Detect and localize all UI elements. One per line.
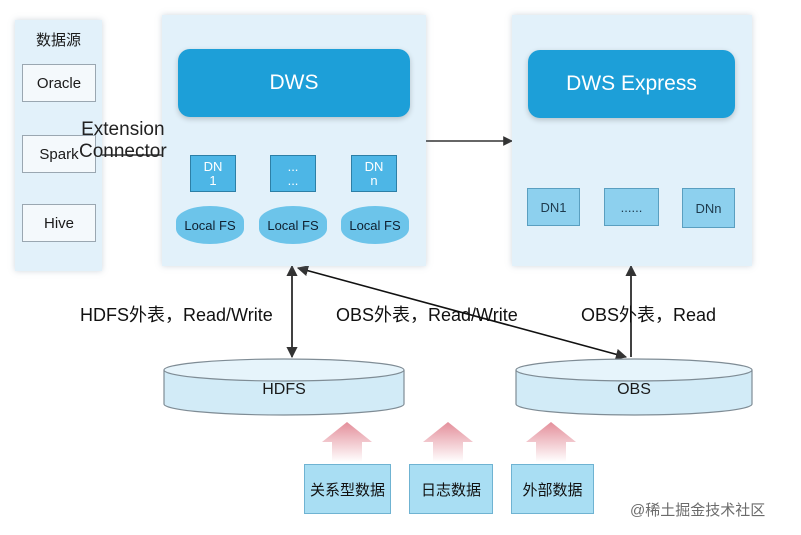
dws-node-n: DN n xyxy=(351,155,397,192)
log-data-up-arrow xyxy=(423,422,473,462)
data-source-title: 数据源 xyxy=(35,32,81,49)
extension-line-1: Extension xyxy=(81,119,165,140)
express-node-1: DN1 xyxy=(527,188,580,226)
external-data-up-arrow xyxy=(526,422,576,462)
dws-local-fs-1: Local FS xyxy=(176,206,244,244)
dws-node-ellipsis: ... ... xyxy=(270,155,316,192)
extension-line-2: Connector xyxy=(79,141,167,162)
watermark-text: @稀土掘金技术社区 xyxy=(630,502,766,519)
hdfs-storage xyxy=(163,358,405,416)
source-hive: Hive xyxy=(22,204,96,242)
dws-express-title: DWS Express xyxy=(528,50,735,118)
log-data-box: 日志数据 xyxy=(409,464,493,514)
obs-storage xyxy=(515,358,753,416)
dws-obs-arrow xyxy=(296,265,628,360)
relational-data-up-arrow xyxy=(322,422,372,462)
dws-local-fs-2: Local FS xyxy=(259,206,327,244)
express-node-n: DNn xyxy=(682,188,735,228)
relational-data-box: 关系型数据 xyxy=(304,464,391,514)
dws-node-1: DN 1 xyxy=(190,155,236,192)
dws-local-fs-n: Local FS xyxy=(341,206,409,244)
source-spark: Spark xyxy=(22,135,96,173)
obs-read-caption: OBS外表，Read xyxy=(581,305,717,325)
hdfs-label: HDFS xyxy=(262,381,306,398)
dws-title: DWS xyxy=(178,49,410,117)
extension-connector-label: Extension Connector xyxy=(79,119,167,163)
obs-label: OBS xyxy=(617,381,651,398)
source-oracle: Oracle xyxy=(22,64,96,102)
express-node-ellipsis: ...... xyxy=(604,188,659,226)
external-data-box: 外部数据 xyxy=(511,464,594,514)
hdfs-rw-caption: HDFS外表，Read/Write xyxy=(80,305,273,325)
obs-rw-caption: OBS外表，Read/Write xyxy=(336,305,518,325)
